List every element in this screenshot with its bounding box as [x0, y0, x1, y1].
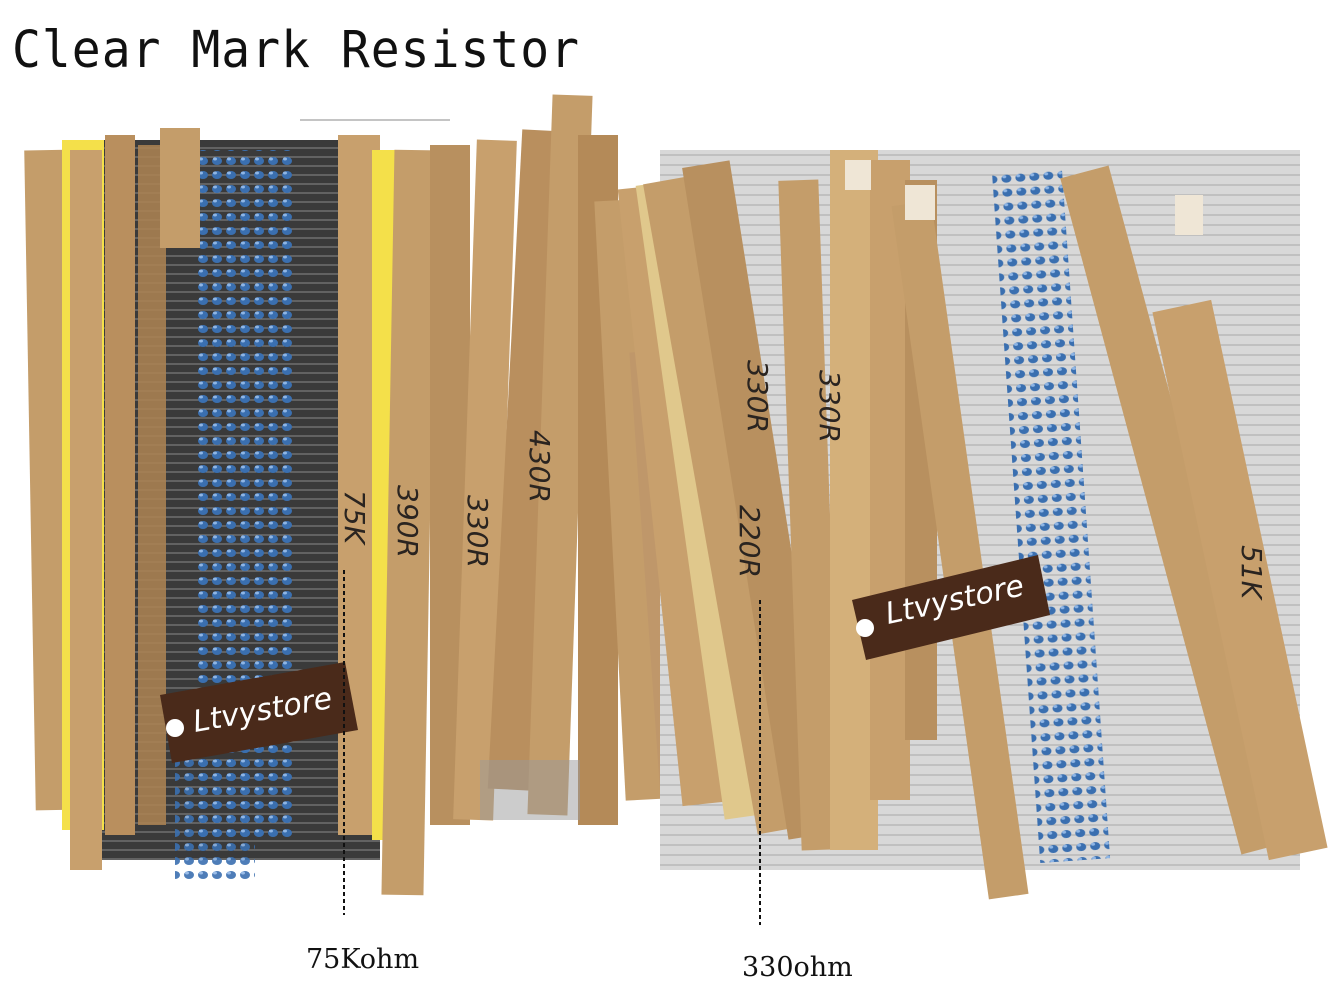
right-resistor-bundle	[617, 150, 1328, 900]
strip-label: 330R	[813, 370, 846, 443]
strip-label: 51K	[1235, 545, 1268, 602]
strip-label: 220R	[733, 505, 766, 578]
strip-label: 390R	[391, 485, 424, 558]
strip-label: 75K	[338, 490, 371, 547]
brand-tag-left: Ltvystore	[160, 662, 358, 763]
caption-75kohm: 75Kohm	[306, 944, 420, 975]
strip-label: 430R	[523, 430, 556, 503]
strip-labels: 75K 390R 330R 430R 220R 330R 330R 51K	[338, 360, 1268, 602]
strip-label: 330R	[741, 360, 774, 433]
brand-tag-right: Ltvystore	[852, 555, 1050, 660]
caption-330ohm: 330ohm	[742, 952, 853, 983]
headline: Clear Mark Resistor	[12, 20, 581, 80]
left-resistor-bundle	[24, 94, 721, 896]
strip-label: 330R	[461, 495, 494, 568]
